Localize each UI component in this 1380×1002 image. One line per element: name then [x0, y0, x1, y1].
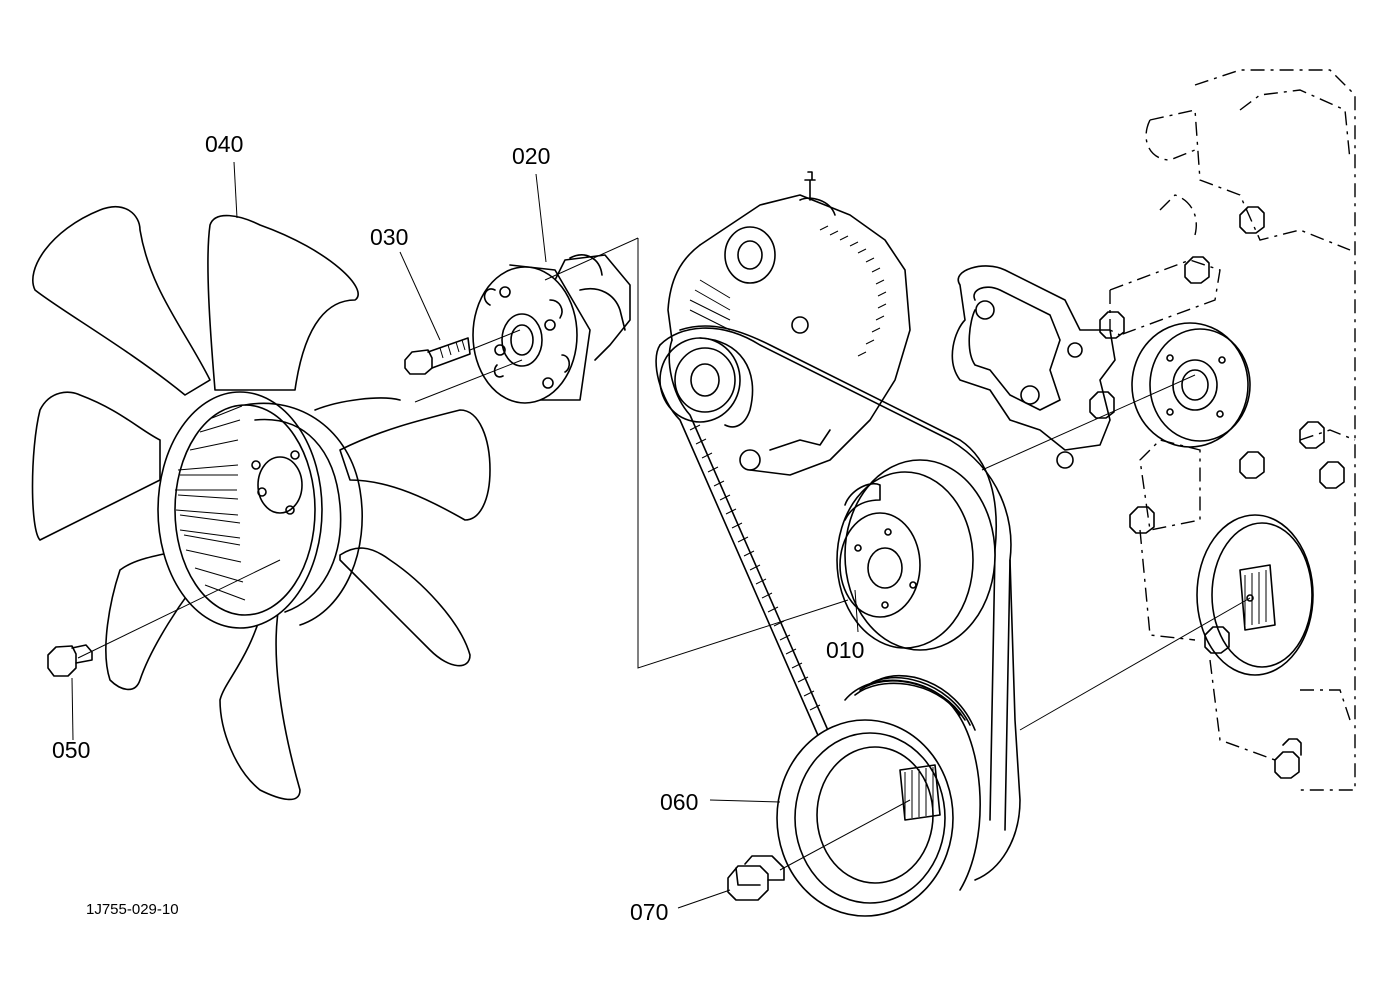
callout-050: 050 [52, 737, 90, 763]
fan-shroud-ribs [175, 405, 246, 601]
belt-ribs [689, 424, 821, 711]
callout-070: 070 [630, 899, 668, 925]
alternator [659, 171, 911, 476]
assembly-lines [77, 237, 1251, 871]
callout-030: 030 [370, 224, 408, 250]
drawing-code: 1J755-029-10 [86, 901, 179, 918]
fan-bolt-long [404, 337, 471, 375]
water-pump-pulley [836, 459, 996, 651]
cooling-fan [31, 205, 491, 801]
fan-bolt-short [47, 644, 93, 677]
leader-lines [71, 161, 859, 909]
crankshaft-bolt [727, 855, 785, 901]
callout-020: 020 [512, 143, 550, 169]
crankshaft-pulley [776, 674, 981, 917]
callout-040: 040 [205, 131, 243, 157]
callout-labels: 040 020 030 050 010 060 070 1J755-029-10 [52, 131, 864, 925]
v-belt [655, 325, 1021, 881]
callout-010: 010 [826, 637, 864, 663]
engine-block [951, 69, 1356, 791]
callout-060: 060 [660, 789, 698, 815]
